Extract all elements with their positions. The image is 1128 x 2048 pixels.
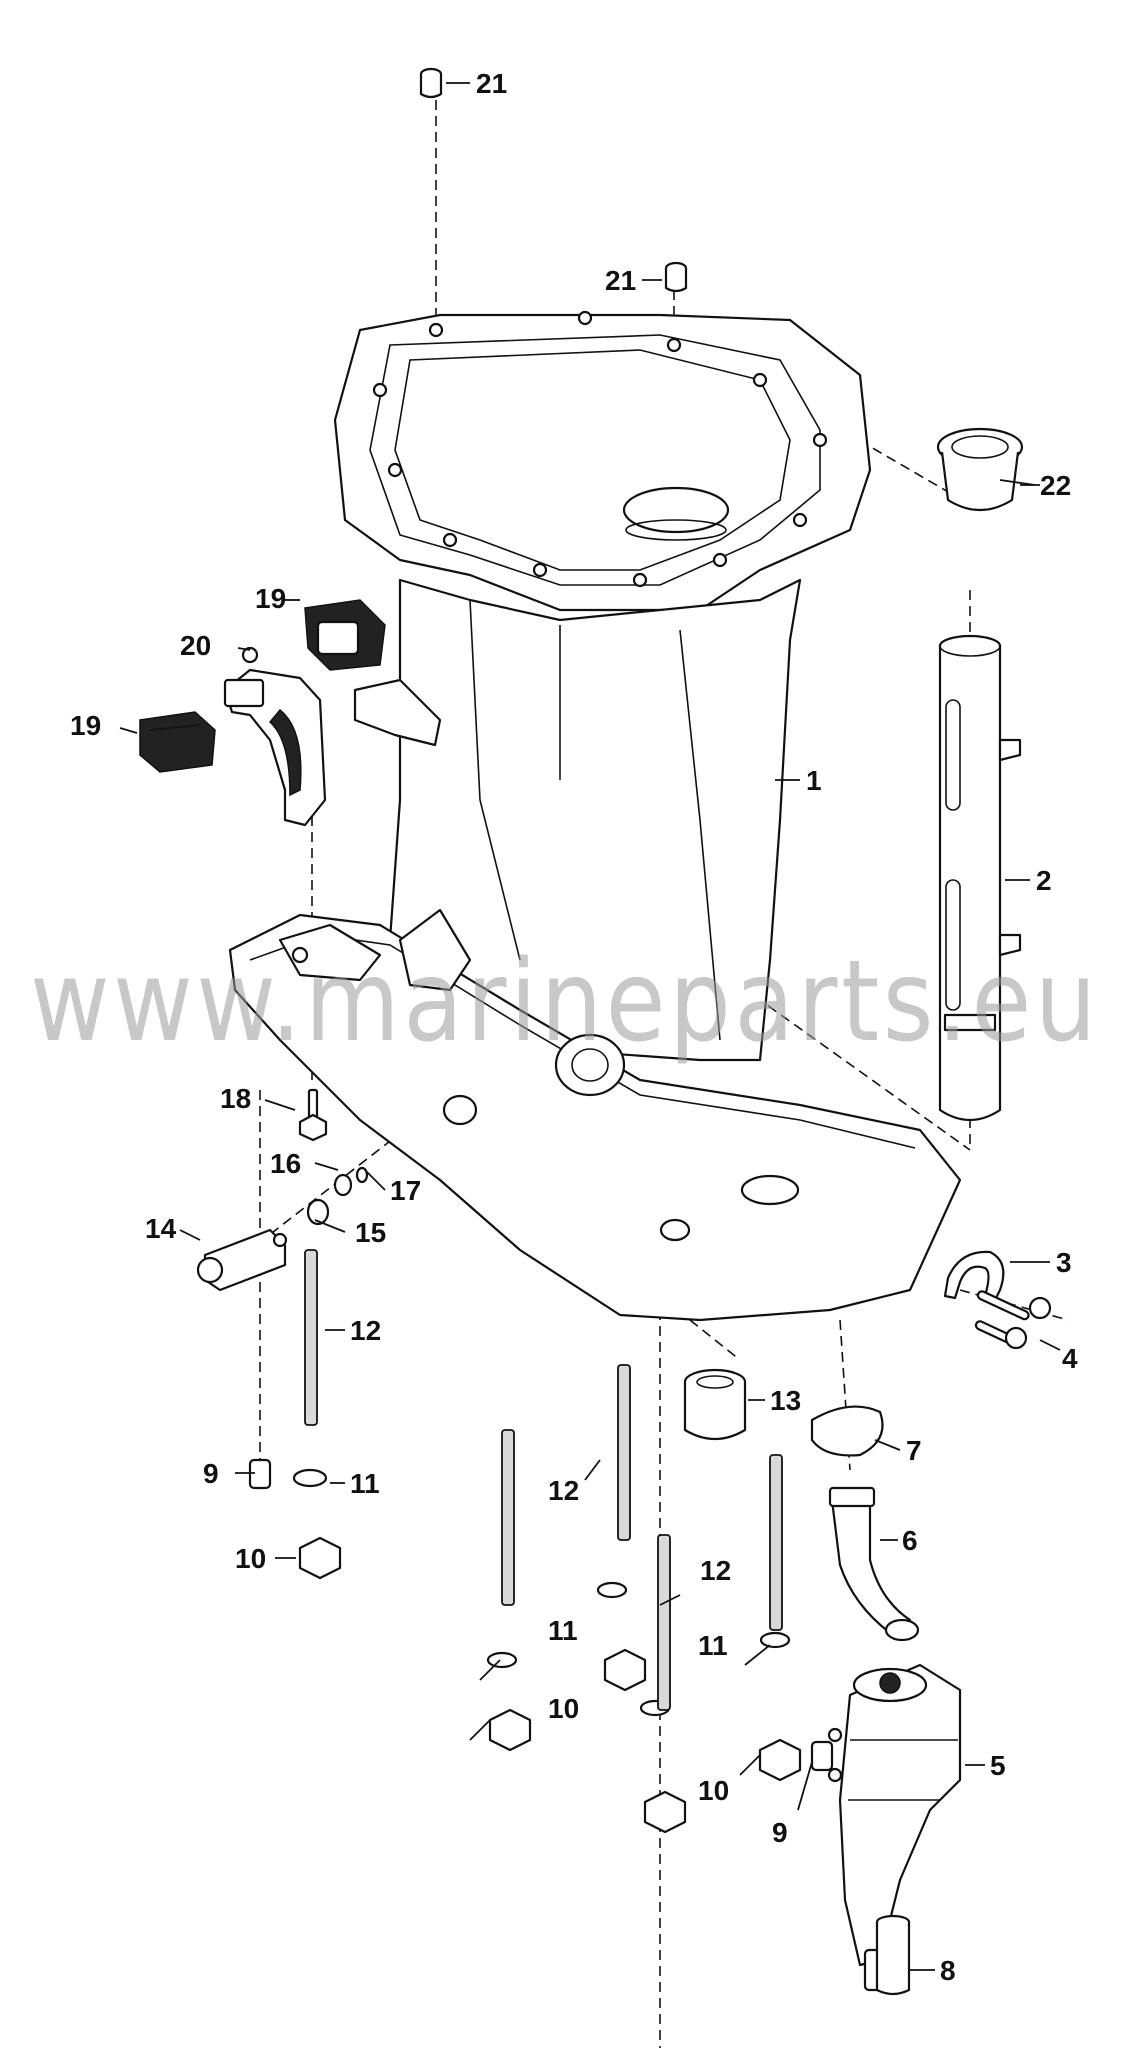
callout-leaders	[119, 82, 1061, 1971]
callout-10-right: 10	[698, 1775, 729, 1806]
callout-11-mid: 11	[548, 1615, 578, 1646]
callout-21-top: 21	[476, 68, 507, 99]
callout-20: 20	[180, 630, 211, 661]
flange-bolt-holes	[372, 310, 828, 588]
callout-12-right: 12	[700, 1555, 731, 1586]
callout-19-left: 19	[70, 710, 101, 741]
threaded-studs	[304, 1249, 783, 1711]
callout-17: 17	[390, 1175, 421, 1206]
hex-nuts	[298, 1536, 802, 1834]
callout-1: 1	[806, 765, 822, 796]
flat-washers	[292, 1468, 791, 1717]
callout-5: 5	[990, 1750, 1006, 1781]
callout-4: 4	[1062, 1343, 1078, 1374]
callout-7: 7	[906, 1435, 922, 1466]
callout-10-mid: 10	[548, 1693, 579, 1724]
callout-11-left: 11	[350, 1468, 380, 1499]
elbow-fitting	[828, 1486, 920, 1642]
driveshaft-housing	[228, 310, 962, 1322]
dowel-pins	[248, 1458, 834, 1772]
watermark: www.marineparts.eu	[30, 937, 1100, 1067]
sleeve	[875, 1914, 911, 1996]
mount-bracket-group	[139, 599, 386, 827]
callout-12-mid: 12	[548, 1475, 579, 1506]
callout-11-right: 11	[698, 1630, 728, 1661]
water-fitting-group	[196, 1166, 369, 1292]
callout-19-top: 19	[255, 583, 286, 614]
callout-6: 6	[902, 1525, 918, 1556]
callout-labels: 21 21 22 1 2 3 4 7 6 5 8 9 9 10 10 10 11…	[70, 68, 1078, 1986]
callout-22: 22	[1040, 470, 1071, 501]
clamp-and-screws	[943, 1250, 1052, 1350]
callout-8: 8	[940, 1955, 956, 1986]
callout-9-left: 9	[203, 1458, 219, 1489]
callout-21-mid: 21	[605, 265, 636, 296]
bushing	[683, 1368, 747, 1440]
callout-12-left: 12	[350, 1315, 381, 1346]
callout-15: 15	[355, 1217, 386, 1248]
callout-14: 14	[145, 1213, 177, 1244]
callout-18: 18	[220, 1083, 251, 1114]
grommet	[936, 427, 1024, 511]
callout-3: 3	[1056, 1247, 1072, 1278]
callout-2: 2	[1036, 865, 1052, 896]
callout-16: 16	[270, 1148, 301, 1179]
callout-9-right: 9	[772, 1817, 788, 1848]
gasket-ring	[810, 1405, 884, 1457]
water-tube-guide	[938, 634, 1022, 1121]
callout-13: 13	[770, 1385, 801, 1416]
plugs	[419, 67, 688, 293]
callout-10-left: 10	[235, 1543, 266, 1574]
bolt-18	[298, 1088, 328, 1142]
